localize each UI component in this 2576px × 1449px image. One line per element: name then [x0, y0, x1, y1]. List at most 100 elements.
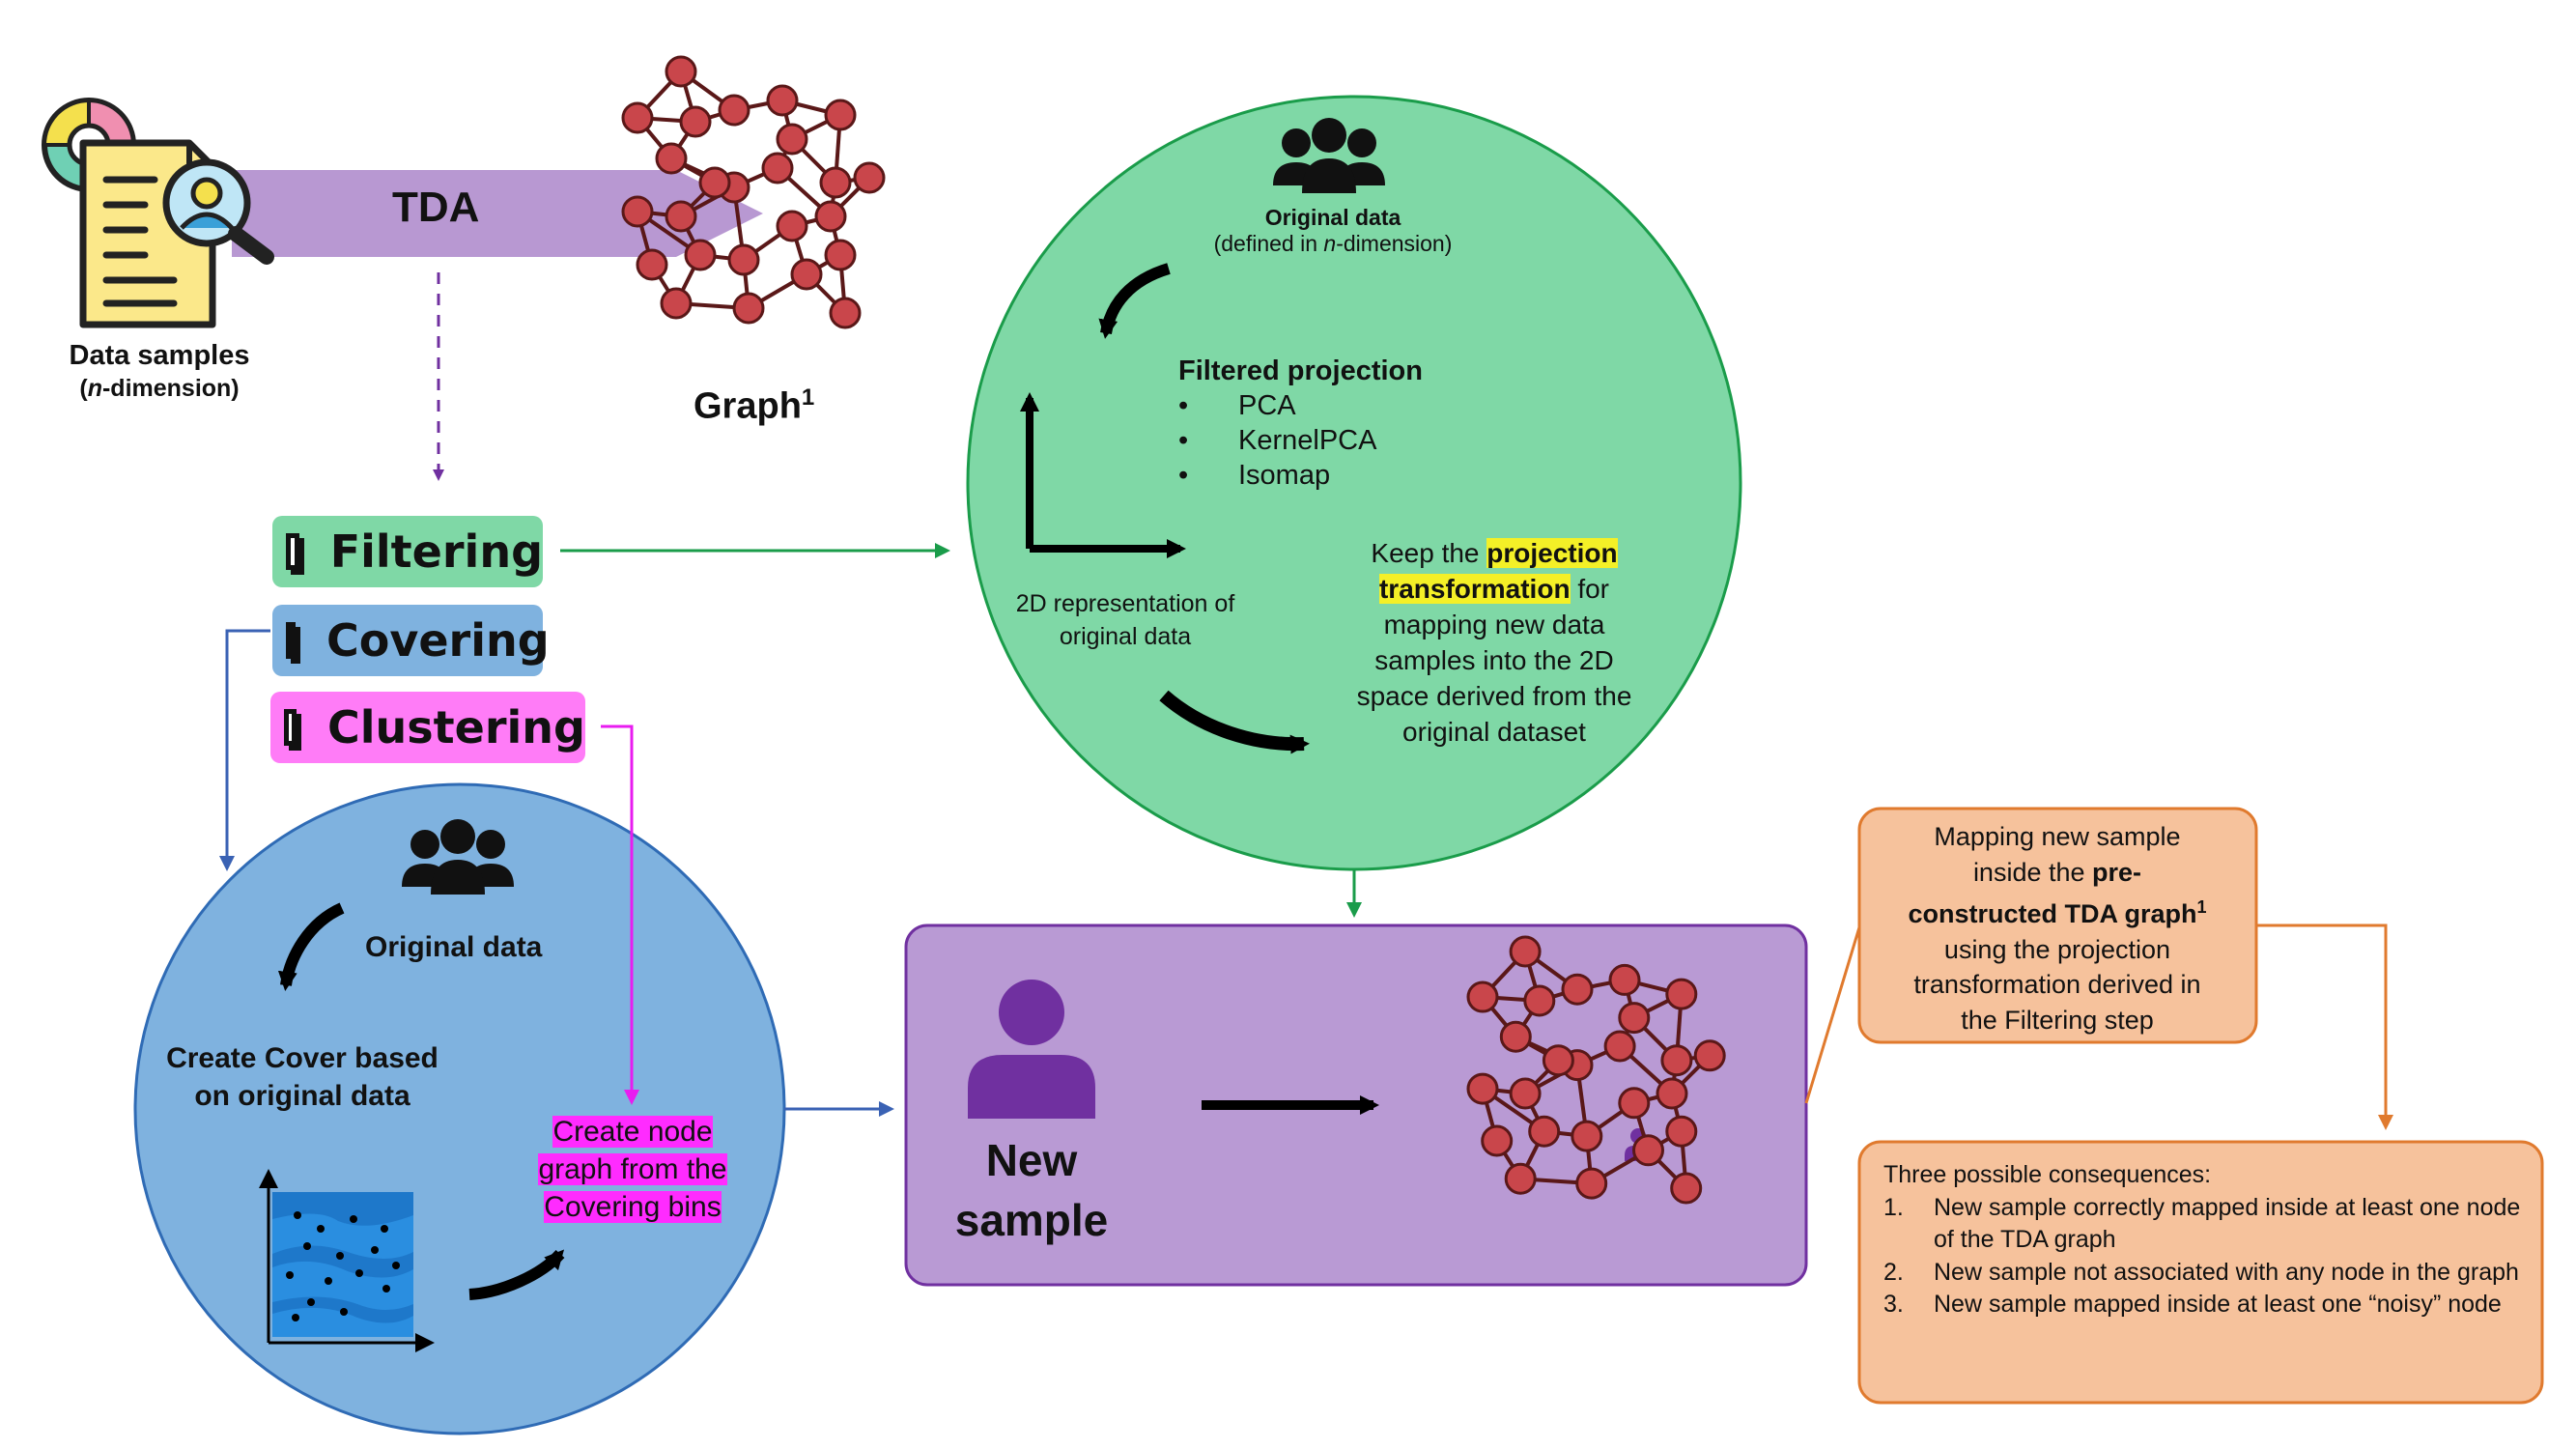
method-item: Isomap: [1178, 458, 1423, 493]
graph-node: [853, 161, 886, 194]
covering-arrow: [219, 629, 270, 871]
curved-arrow-top: [1098, 263, 1171, 339]
graph-node: [1603, 1030, 1636, 1063]
graph-node: [684, 239, 717, 271]
curved-arrow-blue-bottom: [468, 1249, 565, 1300]
clustering-arrow: [601, 724, 639, 1105]
consequences-title: Three possible consequences:: [1883, 1161, 2212, 1188]
rep-2d-label: 2D representation of original data: [1015, 590, 1235, 650]
graph-node: [1693, 1039, 1726, 1072]
consequence-item: 1.New sample correctly mapped inside at …: [1883, 1193, 2521, 1254]
consequences-list: 1.New sample correctly mapped inside at …: [1883, 1192, 2526, 1321]
tda-band: [232, 170, 763, 257]
graph-node: [1575, 1167, 1608, 1200]
filtering-step[interactable]: Filtering: [272, 516, 543, 587]
method-item: KernelPCA: [1178, 423, 1423, 458]
mapping-box-text: Mapping new sample inside the pre- const…: [1908, 822, 2207, 1035]
graph-node: [1481, 1124, 1514, 1157]
clustering-label: Clustering: [327, 701, 585, 753]
original-data-green: Original data (defined in n-dimension): [1213, 205, 1453, 256]
graph-node: [1632, 1134, 1664, 1167]
graph-node: [776, 210, 808, 242]
clustering-step[interactable]: Clustering: [270, 692, 585, 763]
keep-projection-note: Keep the projection transformation for m…: [1356, 538, 1632, 747]
graph-node: [655, 142, 688, 175]
sample-to-mapping-line: [1804, 926, 1861, 1104]
graph-node: [665, 55, 697, 88]
graph-node: [727, 243, 760, 276]
people-icon-blue: [402, 819, 514, 895]
graph-node: [621, 101, 654, 134]
graph-node: [698, 166, 731, 199]
graph-node: [1660, 1044, 1693, 1077]
graph-node: [819, 166, 852, 199]
graph-node: [1618, 1002, 1651, 1035]
graph-node: [1466, 1072, 1499, 1105]
checkbox-icon: [284, 709, 297, 746]
graph-node: [621, 195, 654, 228]
graph-node: [1499, 1020, 1532, 1053]
checkbox-icon: [286, 622, 296, 659]
cover-scatter-icon: [259, 1169, 435, 1352]
graph-node: [732, 292, 765, 325]
graph-node: [636, 248, 668, 281]
graph-node: [1571, 1120, 1603, 1152]
data-samples-icon: [42, 98, 274, 328]
create-cover-label: Create Cover based on original data: [166, 1042, 439, 1112]
graph-node: [824, 239, 857, 271]
curved-arrow-bottom: [1159, 690, 1310, 754]
data-samples-label: Data samples (n-dimension): [69, 340, 250, 402]
create-node-graph-label: Create node graph from the Covering bins: [538, 1116, 727, 1223]
graph-node: [1665, 1115, 1698, 1148]
covering-step[interactable]: Covering: [272, 605, 550, 676]
graph-node: [1665, 978, 1698, 1010]
graph-node: [1509, 935, 1542, 968]
graph-node: [1523, 984, 1556, 1017]
tda-graph-new-sample: [1466, 935, 1726, 1205]
graph-node: [824, 99, 857, 131]
filtered-projection-title: Filtered projection: [1178, 355, 1423, 386]
graph-node: [829, 297, 862, 329]
people-icon-green: [1273, 118, 1385, 193]
graph-node: [1509, 1077, 1542, 1110]
graph-node: [1670, 1172, 1703, 1205]
graph-node: [814, 200, 847, 233]
axes-2d-icon: [1020, 392, 1186, 558]
graph-node: [718, 94, 750, 127]
consequence-item: 3.New sample mapped inside at least one …: [1883, 1291, 2502, 1318]
graph-node: [776, 123, 808, 156]
graph-node: [790, 258, 823, 291]
graph-node: [1656, 1077, 1688, 1110]
mapping-box: [1857, 807, 2258, 1044]
method-item: PCA: [1178, 388, 1423, 423]
consequences-box: [1857, 1140, 2544, 1405]
mapping-to-consequences-arrow: [2256, 923, 2393, 1130]
consequence-item: 2.New sample not associated with any nod…: [1883, 1258, 2519, 1286]
tda-label: TDA: [392, 184, 480, 231]
graph-node: [1528, 1115, 1561, 1148]
filtered-projection-block: Filtered projection PCA KernelPCA Isomap: [1178, 354, 1423, 493]
graph-label: Graph1: [694, 384, 815, 427]
new-sample-person-icon: [968, 980, 1095, 1119]
graph-node: [660, 287, 693, 320]
consequences-text: Three possible consequences: 1.New sampl…: [1883, 1159, 2526, 1321]
graph-node: [1561, 973, 1594, 1006]
graph-node: [1466, 980, 1499, 1013]
graph-node: [766, 84, 799, 117]
checkbox-icon: [286, 533, 299, 570]
graph-node: [761, 152, 794, 185]
graph-node: [1618, 1087, 1651, 1120]
covering-label: Covering: [326, 614, 550, 667]
new-sample-label: New sample: [954, 1135, 1109, 1245]
graph-node: [1608, 963, 1641, 996]
curved-arrow-blue-top: [277, 902, 345, 991]
graph-node: [679, 105, 712, 138]
graph-node: [1504, 1162, 1537, 1195]
graph-node: [665, 200, 697, 233]
tda-graph-top: [621, 55, 886, 329]
graph-node: [1542, 1044, 1574, 1077]
original-data-blue: Original data: [365, 931, 543, 963]
projection-methods-list: PCA KernelPCA Isomap: [1178, 388, 1423, 493]
